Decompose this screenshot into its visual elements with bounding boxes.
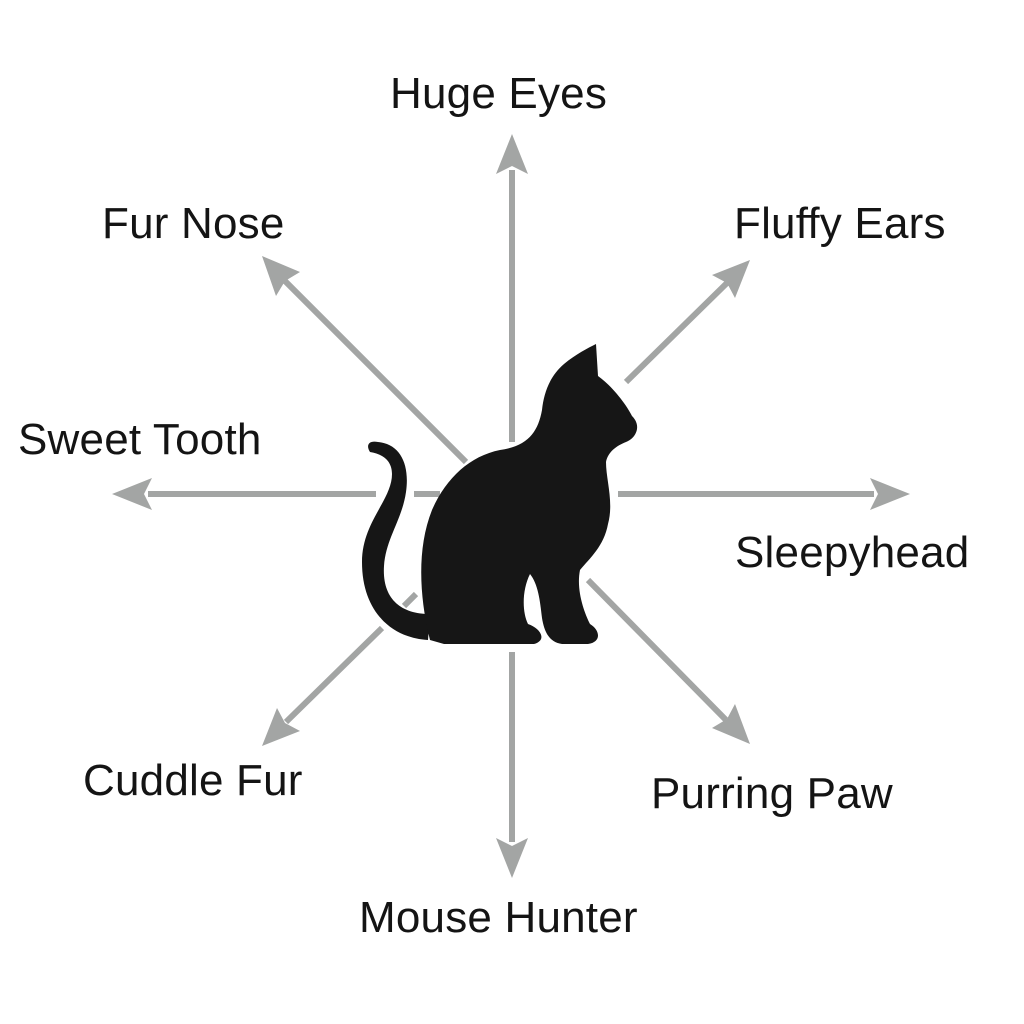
label-huge-eyes: Huge Eyes	[390, 69, 608, 118]
arrow-left	[112, 478, 440, 510]
label-purring-paw: Purring Paw	[651, 769, 893, 818]
arrow-up-right	[623, 260, 750, 385]
arrow-right	[618, 478, 910, 510]
cat-silhouette-icon	[362, 344, 638, 644]
arrows	[112, 134, 910, 878]
arrow-down	[496, 652, 528, 878]
arrow-up	[496, 134, 528, 442]
label-sweet-tooth: Sweet Tooth	[18, 415, 262, 464]
label-sleepyhead: Sleepyhead	[735, 528, 970, 577]
arrow-down-left	[262, 591, 419, 746]
label-fur-nose: Fur Nose	[102, 199, 285, 248]
arrow-down-right	[585, 577, 750, 744]
label-fluffy-ears: Fluffy Ears	[734, 199, 946, 248]
label-mouse-hunter: Mouse Hunter	[359, 893, 638, 942]
arrow-up-left	[262, 256, 469, 465]
label-cuddle-fur: Cuddle Fur	[83, 756, 303, 805]
